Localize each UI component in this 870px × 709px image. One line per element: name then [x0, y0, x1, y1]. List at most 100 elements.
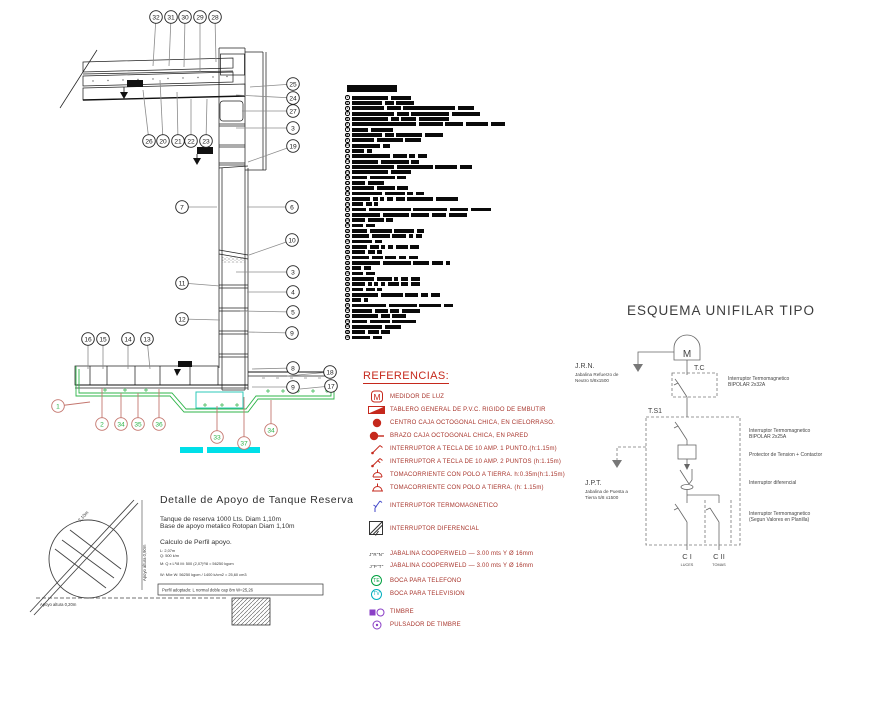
redacted-text-bar	[408, 234, 413, 239]
note-number: 9	[345, 137, 350, 143]
annotation-circuitos-1: Interruptor Termomagnetico	[749, 511, 811, 517]
note-number: 38	[345, 292, 350, 298]
redacted-text-bar	[387, 282, 399, 287]
note-number: 32	[345, 260, 350, 266]
redacted-text-bar	[405, 138, 422, 143]
legend-item-termomagnetico: INTERRUPTOR TERMOMAGNETICO	[363, 498, 568, 513]
redacted-text-bar	[435, 165, 458, 169]
note-number: 22	[345, 207, 350, 212]
circuit-c2-label: C II	[713, 552, 725, 561]
redacted-text-bar	[374, 308, 388, 313]
redacted-text-bar	[387, 244, 393, 249]
annotation-bipolar32-1: Interruptor Termomagnetico	[728, 376, 790, 382]
callout-24: 24	[235, 91, 300, 105]
redacted-text-bar	[415, 191, 424, 196]
redacted-text-bar	[352, 111, 395, 116]
tank-circle-plan	[29, 499, 226, 616]
redacted-text-bar	[390, 95, 411, 100]
callout-14: 14	[121, 332, 135, 369]
callout-13: 13	[140, 332, 154, 370]
tank-adopted-profile-box	[157, 583, 324, 596]
note-line: 26	[345, 228, 525, 234]
svg-text:6: 6	[290, 204, 294, 211]
redacted-text-bar	[380, 314, 390, 319]
esquema-title: ESQUEMA UNIFILAR TIPO	[627, 303, 815, 318]
note-line: 20	[345, 196, 525, 202]
note-line: 42	[345, 313, 525, 319]
level-markers	[120, 80, 213, 376]
svg-text:5: 5	[291, 309, 295, 316]
note-line: 37	[345, 287, 525, 292]
svg-text:21: 21	[174, 138, 182, 145]
jrn-icon: J"R"N"	[369, 551, 384, 557]
annotation-bipolar25-2: BIPOLAR 2x25A	[749, 434, 787, 440]
note-line: 40	[345, 303, 525, 308]
redacted-text-bar	[385, 255, 397, 260]
redacted-text-bar	[352, 223, 364, 228]
legend-label: MEDIDOR DE LUZ	[390, 393, 445, 400]
note-line: 34	[345, 271, 525, 276]
redacted-text-bar	[352, 170, 389, 175]
redacted-text-bar	[352, 271, 364, 276]
redacted-text-bar	[410, 244, 420, 249]
legend-label: TOMACORRIENTE CON POLO A TIERRA. h:0.35m…	[390, 471, 565, 478]
note-number: 3	[345, 106, 350, 111]
redacted-text-bar	[352, 181, 366, 185]
svg-text:34: 34	[267, 427, 275, 434]
redacted-text-bar	[367, 181, 384, 185]
redacted-text-bar	[418, 122, 443, 127]
note-line: 19	[345, 191, 525, 196]
tank-calc-4: W: M/σ W: 56250 kgcm / 1400 k/cm2 = 25,6…	[160, 572, 246, 577]
redacted-text-bar	[407, 197, 434, 201]
meter-label: M	[683, 349, 691, 360]
note-line: 6	[345, 122, 525, 127]
circuit-c1-label: C I	[682, 552, 692, 561]
svg-text:17: 17	[327, 383, 335, 390]
redacted-text-bar	[352, 260, 381, 265]
tank-line-1: Tanque de reserva 1000 Lts. Diam 1,10m	[160, 516, 281, 523]
note-number: 39	[345, 297, 350, 303]
callout-16: 16	[81, 332, 95, 369]
callout-15: 15	[96, 332, 110, 369]
redacted-text-bar	[465, 122, 488, 127]
redacted-text-bar	[394, 276, 399, 281]
legend-item-brazo: BRAZO CAJA OCTOGONAL CHICA, EN PARED	[363, 429, 568, 442]
redacted-text-bar	[386, 197, 393, 201]
note-line: 27	[345, 233, 525, 239]
svg-text:23: 23	[202, 138, 210, 145]
note-number: 44	[345, 324, 350, 330]
note-number: 4	[345, 111, 350, 116]
svg-text:13: 13	[143, 336, 151, 343]
note-line: 25	[345, 223, 525, 228]
annotation-bipolar32-2: BIPOLAR 2x32A	[728, 382, 766, 388]
note-number: 18	[345, 185, 350, 191]
svg-text:12: 12	[178, 316, 186, 323]
redacted-text-bar	[370, 127, 393, 132]
tank-dim-diagonal: 2,10m	[77, 510, 89, 523]
redacted-text-bar	[392, 319, 417, 324]
tank-calc-title: Calculo de Perfil apoyo.	[160, 539, 232, 546]
redacted-text-bar	[368, 207, 411, 212]
redacted-text-bar	[352, 218, 366, 223]
redacted-text-bar	[352, 255, 370, 260]
redacted-text-bar	[367, 218, 384, 223]
tank-line-2: Base de apoyo metalico Rotopan Diam 1,10…	[160, 523, 295, 530]
redacted-text-bar	[398, 255, 406, 260]
redacted-text-bar	[431, 212, 446, 217]
redacted-text-bar	[352, 175, 368, 180]
note-line: 36	[345, 281, 525, 287]
redacted-text-bar	[381, 330, 391, 334]
svg-text:8: 8	[291, 365, 295, 372]
note-number: 41	[345, 308, 350, 314]
note-line: 17	[345, 180, 525, 186]
referencias-title: REFERENCIAS:	[363, 370, 450, 384]
callout-2: 2	[95, 388, 109, 431]
redacted-text-bar	[352, 239, 373, 244]
int2-icon	[363, 456, 390, 468]
redacted-text-bar	[410, 282, 420, 287]
note-line: 11	[345, 148, 525, 154]
callout-21: 21	[171, 91, 185, 148]
redacted-text-bar	[352, 122, 417, 127]
ts1-label: T.S1	[648, 408, 662, 415]
